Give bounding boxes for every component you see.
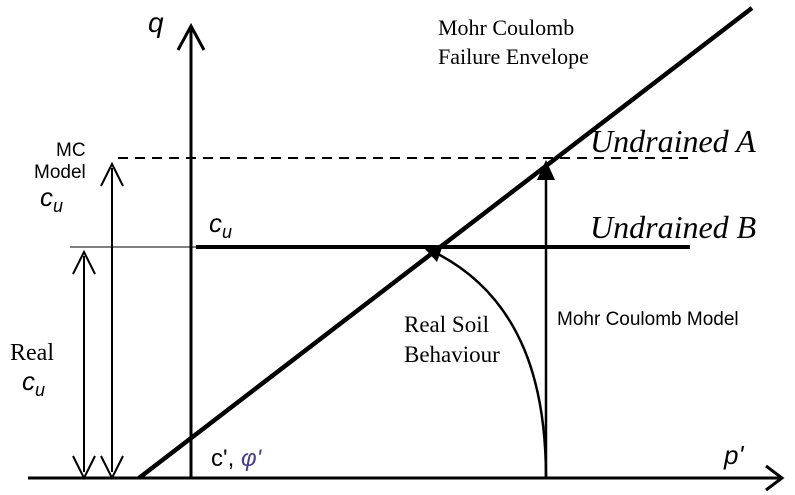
q-axis-arrowhead xyxy=(176,22,206,51)
envelope-label-line2: Failure Envelope xyxy=(438,44,589,69)
p-axis xyxy=(28,464,785,492)
real-soil-path xyxy=(425,245,548,479)
real-soil-label-line1: Real Soil xyxy=(404,312,489,337)
c-prime-label: c' xyxy=(211,445,228,472)
real-soil-path-arrowhead xyxy=(425,245,443,262)
separator: , xyxy=(228,445,241,472)
real-cu-label: cu xyxy=(22,366,45,400)
undrained-b-cu-label: cu xyxy=(209,208,232,242)
mc-model-path-arrowhead xyxy=(537,160,555,180)
p-axis-arrowhead xyxy=(765,464,785,492)
mohr-coulomb-model-path xyxy=(537,160,555,478)
phi-prime-label: φ' xyxy=(241,445,263,472)
envelope-label-line1: Mohr Coulomb xyxy=(438,15,574,40)
q-axis xyxy=(176,22,206,478)
undrained-a-label: Undrained A xyxy=(590,123,756,159)
mc-model-label-line1: MC xyxy=(56,140,86,161)
mc-model-cu-label: cu xyxy=(40,182,63,216)
real-cu-label-line1: Real xyxy=(10,340,54,366)
origin-strength-label: c', φ' xyxy=(211,445,263,472)
mc-model-cu-dimension xyxy=(100,161,124,481)
q-axis-label: q xyxy=(148,7,164,38)
real-soil-label-line2: Behaviour xyxy=(404,342,500,367)
p-axis-label: p' xyxy=(723,440,744,470)
failure-envelope-line xyxy=(137,6,754,480)
mohr-coulomb-model-label: Mohr Coulomb Model xyxy=(557,309,739,330)
undrained-b-label: Undrained B xyxy=(590,209,756,245)
mc-model-label-line2: Model xyxy=(34,162,86,183)
real-cu-dimension xyxy=(72,249,96,481)
